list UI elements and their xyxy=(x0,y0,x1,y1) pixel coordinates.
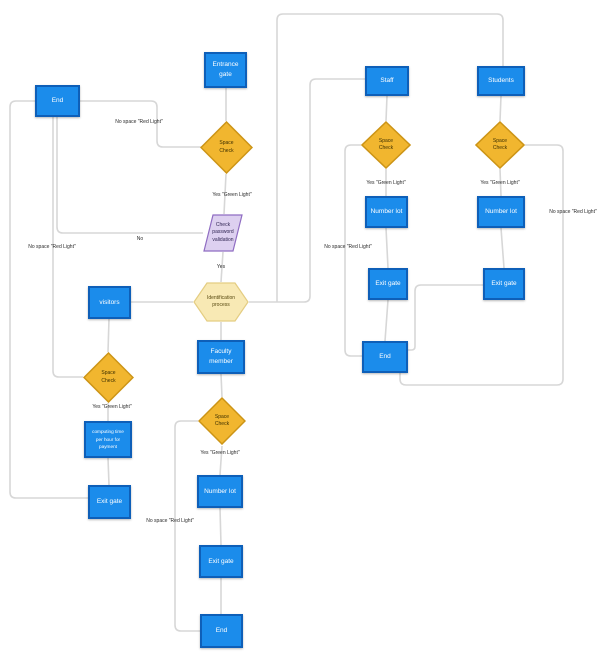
node-label: Exit gate xyxy=(491,280,517,288)
node-students[interactable]: Students xyxy=(477,66,525,96)
edge-label: No space "Red Light" xyxy=(146,518,194,524)
node-space-check-entrance[interactable]: Space Check xyxy=(200,121,253,174)
node-check-password-validation[interactable]: Check password validation xyxy=(203,214,243,252)
edge-label: No space "Red Light" xyxy=(549,209,597,215)
node-space-check-visitors[interactable]: Space Check xyxy=(83,352,134,403)
diamond-shape xyxy=(475,121,525,169)
diamond-shape xyxy=(83,352,134,403)
node-label: Students xyxy=(488,77,514,85)
node-label: Exit gate xyxy=(375,280,401,288)
node-exit-gate-staff[interactable]: Exit gate xyxy=(368,268,408,300)
node-label: Number lot xyxy=(204,487,236,495)
edge-label: Yes "Green Light" xyxy=(92,404,132,410)
connector-line[interactable] xyxy=(219,507,222,546)
node-label: Space Check xyxy=(378,137,394,152)
edge-label: Yes xyxy=(216,264,226,270)
edge-label: No xyxy=(136,236,144,242)
node-label: Number lot xyxy=(485,208,517,216)
node-label: Number lot xyxy=(370,208,403,216)
connector-line[interactable] xyxy=(9,100,88,499)
diamond-shape xyxy=(200,121,253,174)
node-staff[interactable]: Staff xyxy=(365,66,409,96)
connector-line[interactable] xyxy=(408,284,483,351)
connector-line[interactable] xyxy=(174,420,200,632)
node-label: End xyxy=(215,627,228,635)
node-exit-gate-students[interactable]: Exit gate xyxy=(483,268,525,300)
connector-line[interactable] xyxy=(52,117,83,378)
edge-label: No space "Red Light" xyxy=(28,244,76,250)
node-label: visitors xyxy=(99,298,120,306)
node-number-lot-staff[interactable]: Number lot xyxy=(365,196,408,228)
node-space-check-students[interactable]: Space Check xyxy=(475,121,525,169)
node-end-top-left[interactable]: End xyxy=(35,85,80,117)
node-label: Identification process xyxy=(206,294,236,309)
connector-line[interactable] xyxy=(385,95,388,122)
node-label: Space Check xyxy=(101,370,116,384)
parallelogram-shape xyxy=(203,214,243,252)
node-label: computing time per hour for payment xyxy=(92,429,124,450)
edge-label: Yes "Green Light" xyxy=(212,192,252,198)
node-label: Staff xyxy=(380,77,394,85)
node-label: Space Check xyxy=(214,413,230,428)
edge-label: Yes "Green Light" xyxy=(480,180,520,186)
node-end-faculty[interactable]: End xyxy=(200,614,243,648)
node-number-lot-faculty[interactable]: Number lot xyxy=(197,475,243,508)
node-exit-gate-faculty[interactable]: Exit gate xyxy=(199,545,243,578)
node-end-staff-students[interactable]: End xyxy=(362,341,408,373)
diamond-shape xyxy=(198,397,246,445)
connector-line[interactable] xyxy=(223,173,227,215)
node-label: Space Check xyxy=(219,140,234,154)
node-entrance-gate[interactable]: Entrance gate xyxy=(204,52,247,88)
connector-line[interactable] xyxy=(499,95,502,122)
connector-line[interactable] xyxy=(385,227,389,269)
edge-label: No space "Red Light" xyxy=(115,119,163,125)
connector-line[interactable] xyxy=(220,373,223,398)
node-label: Exit gate xyxy=(96,498,123,506)
connector-line[interactable] xyxy=(249,78,365,303)
edge-label: No space "Red Light" xyxy=(324,244,372,250)
node-computing-time-payment[interactable]: computing time per hour for payment xyxy=(84,421,132,458)
node-exit-gate-visitors[interactable]: Exit gate xyxy=(88,485,131,519)
node-label: End xyxy=(379,353,391,361)
edge-label: Yes "Green Light" xyxy=(366,180,406,186)
connector-line[interactable] xyxy=(56,117,203,234)
node-visitors[interactable]: visitors xyxy=(88,286,131,319)
connector-line[interactable] xyxy=(499,168,502,197)
node-label: Exit gate xyxy=(208,557,234,565)
connector-line[interactable] xyxy=(107,318,110,353)
connector-line[interactable] xyxy=(500,227,505,269)
connector-line[interactable] xyxy=(220,251,224,283)
node-space-check-faculty[interactable]: Space Check xyxy=(198,397,246,445)
hexagon-shape xyxy=(193,282,249,322)
node-label: Space Check xyxy=(492,137,508,152)
diamond-shape xyxy=(361,121,411,169)
node-label: Faculty member xyxy=(209,348,233,365)
edge-label: Yes "Green Light" xyxy=(200,450,240,456)
node-number-lot-students[interactable]: Number lot xyxy=(477,196,525,228)
connector-line[interactable] xyxy=(107,457,110,486)
connector-line[interactable] xyxy=(276,13,504,302)
connector-line[interactable] xyxy=(384,299,389,342)
node-identification-process[interactable]: Identification process xyxy=(193,282,249,322)
connector-line[interactable] xyxy=(399,144,564,386)
node-label: Check password validation xyxy=(212,222,234,243)
node-label: Entrance gate xyxy=(212,61,239,78)
node-label: End xyxy=(51,97,64,105)
node-space-check-staff[interactable]: Space Check xyxy=(361,121,411,169)
connector-line[interactable] xyxy=(219,445,223,476)
connector-line[interactable] xyxy=(344,144,362,357)
node-faculty-member[interactable]: Faculty member xyxy=(197,340,245,374)
connector-line[interactable] xyxy=(80,100,201,148)
